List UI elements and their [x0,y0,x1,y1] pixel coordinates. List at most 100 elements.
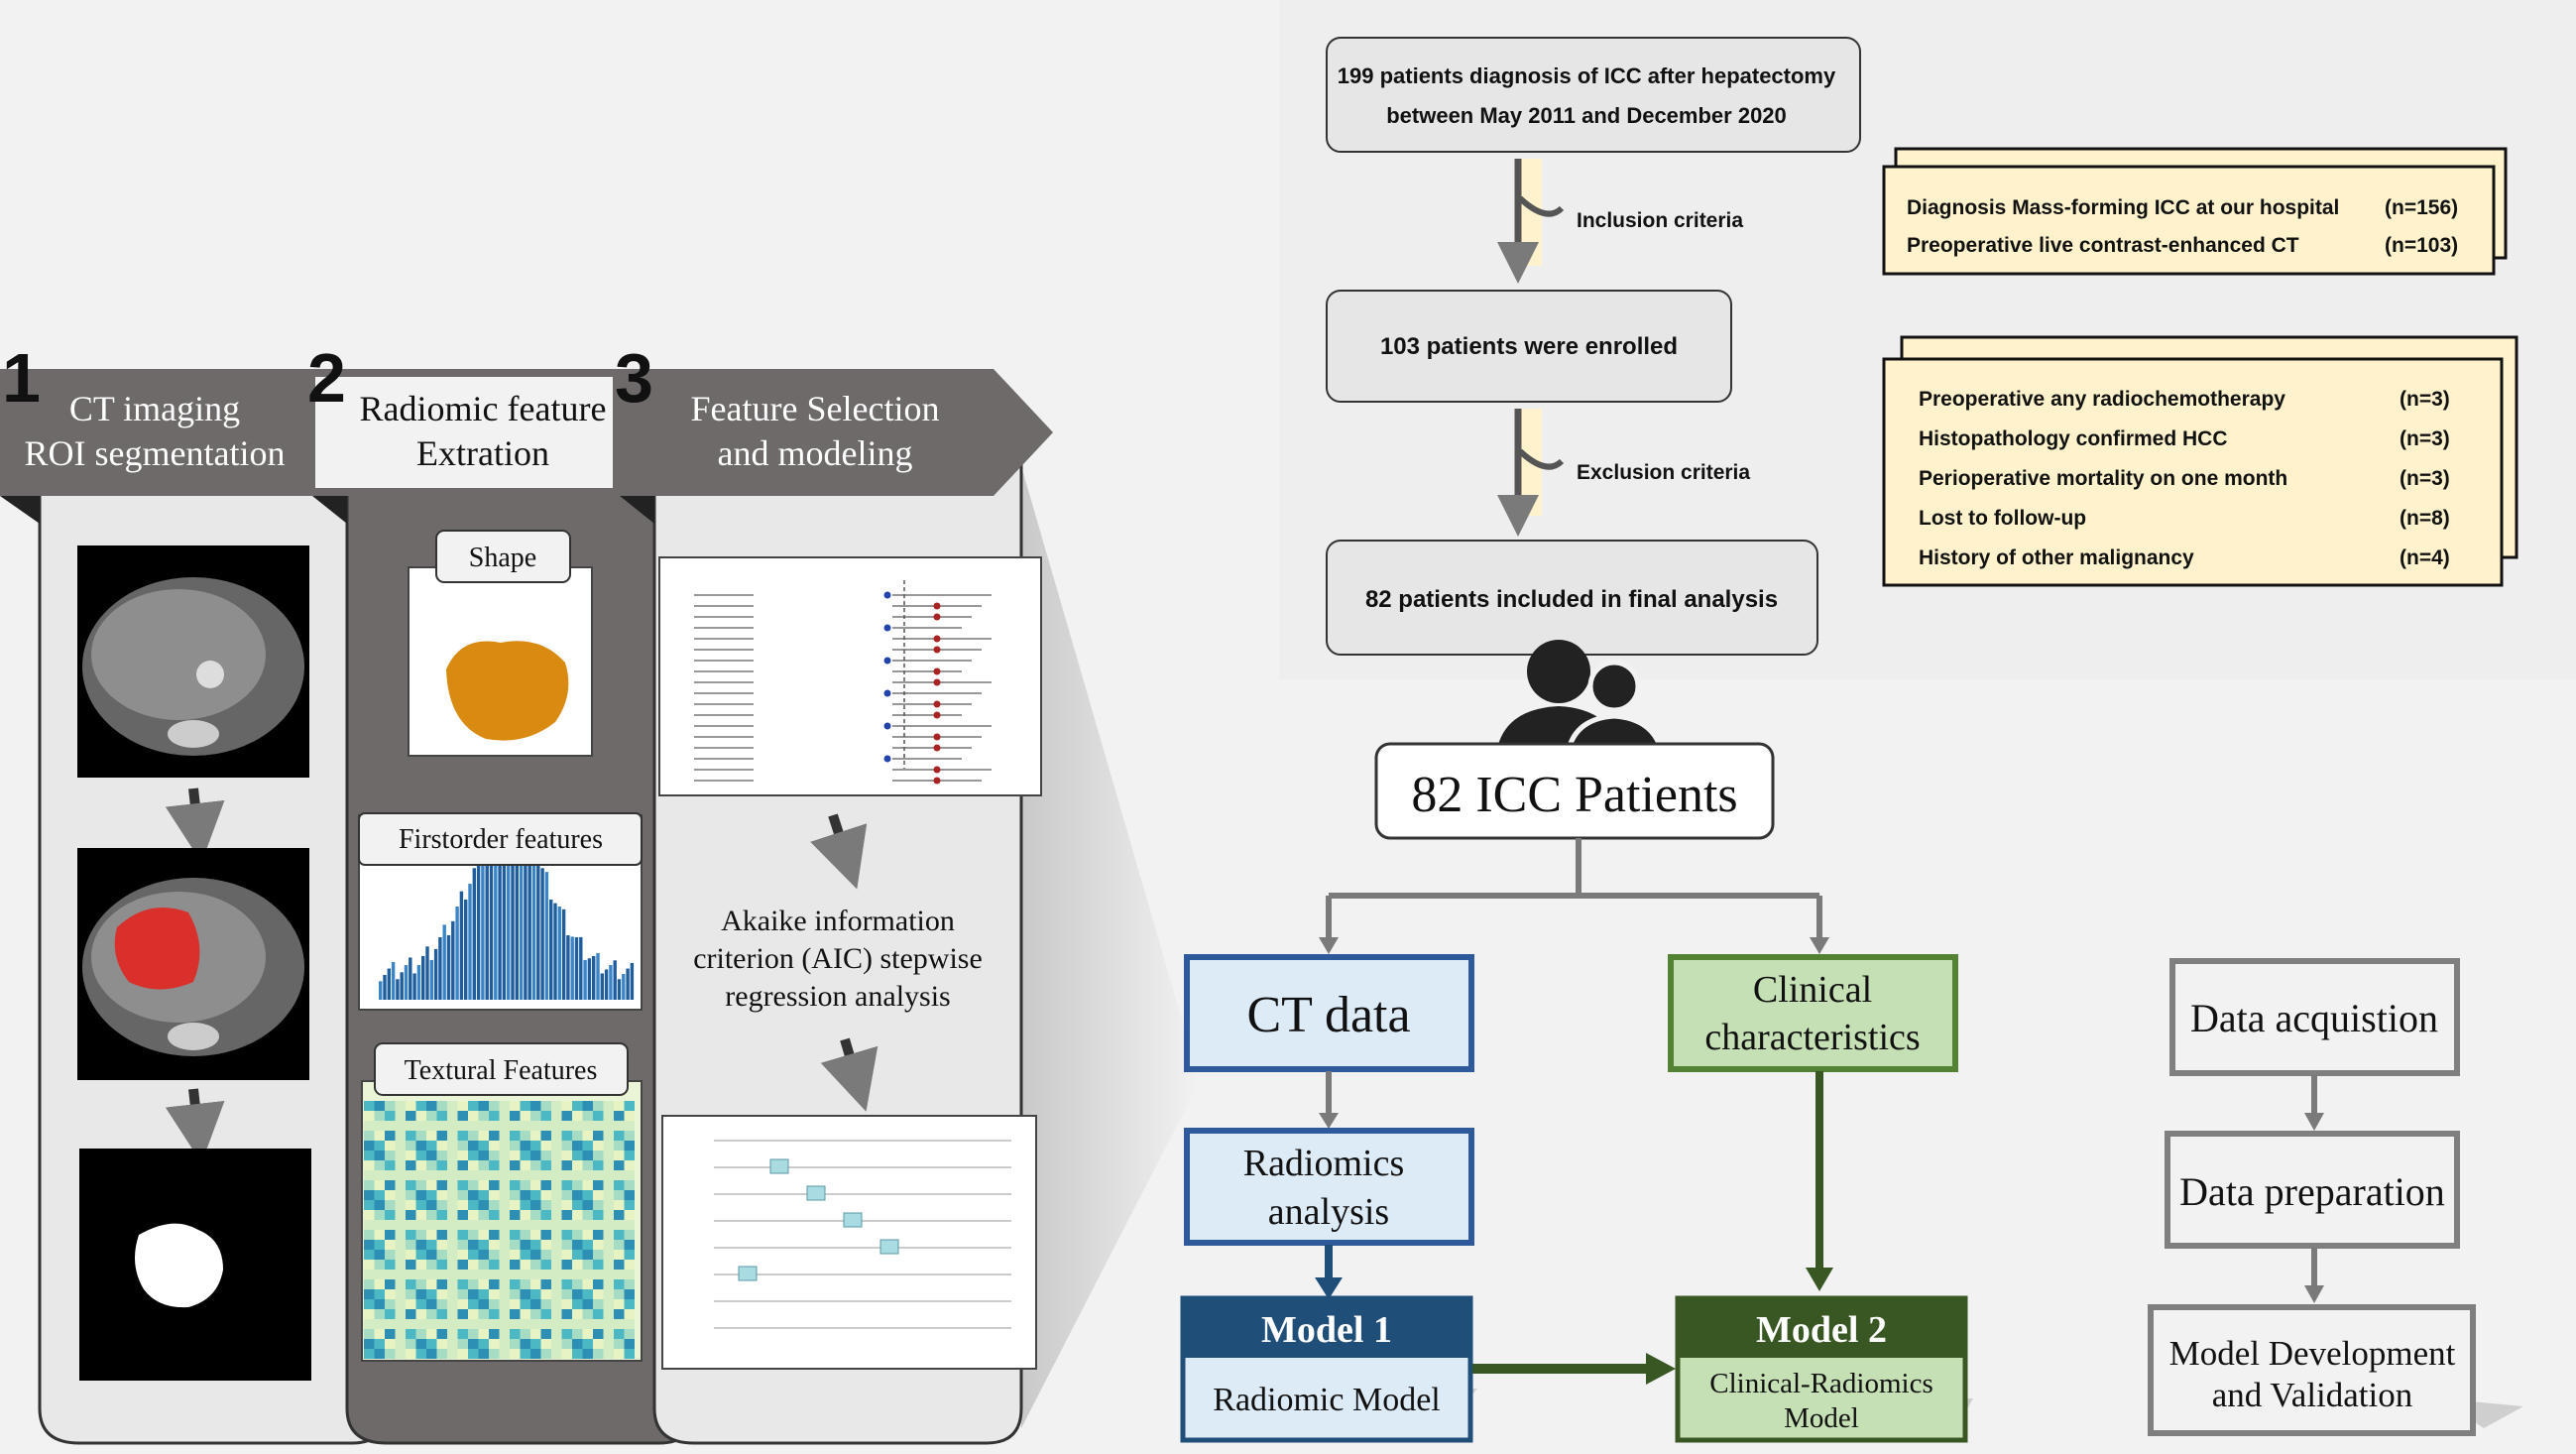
heatmap-cell [478,1200,489,1210]
heatmap-cell [468,1200,479,1210]
inclusion-item2: Preoperative live contrast-enhanced CT [1907,234,2299,257]
heatmap-cell [468,1121,479,1131]
heatmap-cell [561,1141,572,1151]
forest-plot-image [658,556,1042,796]
heatmap-cell [478,1230,489,1240]
histogram-bar [519,834,524,1000]
heatmap-cell [436,1151,447,1160]
heatmap-cell [385,1151,396,1160]
histogram-bar [502,827,507,1000]
heatmap-cell [395,1170,406,1180]
step1-number: 1 [2,339,41,417]
heatmap-cell [510,1279,521,1289]
heatmap-cell [499,1180,510,1190]
heatmap-cell [530,1180,541,1190]
ct-image-original [77,545,309,778]
heatmap-cell [426,1230,437,1240]
heatmap-cell [540,1200,551,1210]
heatmap-cell [457,1289,468,1299]
heatmap-cell [374,1131,385,1141]
heatmap-cell [489,1121,500,1131]
heatmap-cell [510,1151,521,1160]
ct-image-roi [77,848,309,1080]
heatmap-cell [510,1121,521,1131]
heatmap-cell [593,1121,604,1131]
heatmap-cell [520,1180,530,1190]
shape-label-box [435,530,571,583]
heatmap-cell [406,1270,416,1279]
heatmap-cell [489,1349,500,1359]
heatmap-cell [572,1131,583,1141]
heatmap-cell [561,1250,572,1260]
heatmap-cell [478,1319,489,1329]
heatmap-cell [499,1190,510,1200]
heatmap-cell [406,1260,416,1270]
heatmap-cell [499,1250,510,1260]
heatmap-cell [530,1240,541,1250]
heatmap-cell [624,1279,635,1289]
heatmap-cell [551,1279,562,1289]
histogram-bar [379,981,383,1000]
histogram-bar [396,979,400,1000]
heatmap-cell [551,1190,562,1200]
heatmap-cell [364,1339,375,1349]
heatmap-cell [540,1279,551,1289]
forest-point [933,602,941,610]
heatmap-cell [603,1309,614,1319]
heatmap-cell [406,1240,416,1250]
heatmap-cell [572,1210,583,1220]
model2-title: Model 2 [1756,1309,1887,1351]
model2-header [1678,1298,1965,1358]
heatmap-cell [510,1101,521,1111]
heatmap-cell [603,1289,614,1299]
heatmap-cell [374,1240,385,1250]
heatmap-cell [374,1210,385,1220]
heatmap-cell [624,1180,635,1190]
heatmap-cell [572,1250,583,1260]
heatmap-cell [582,1190,593,1200]
heatmap-cell [406,1180,416,1190]
heatmap-cell [478,1309,489,1319]
heatmap-cell [582,1349,593,1359]
model1-subtitle: Radiomic Model [1213,1382,1440,1418]
histogram-bar [481,861,485,1000]
heatmap-cell [520,1160,530,1170]
heatmap-cell [406,1121,416,1131]
histogram-bar [531,861,536,1000]
header1-box [10,377,307,488]
heatmap-cell [447,1339,458,1349]
heatmap-cell [593,1279,604,1289]
heatmap-cell [593,1170,604,1180]
inclusion-box [1882,165,2496,276]
heatmap-cell [593,1180,604,1190]
heatmap-cell [614,1190,625,1200]
heatmap-cell [540,1339,551,1349]
model1-title: Model 1 [1261,1309,1392,1351]
heatmap-cell [385,1230,396,1240]
heatmap-cell [364,1190,375,1200]
heatmap-cell [395,1270,406,1279]
firstorder-label: Firstorder features [399,824,603,855]
heatmap-cell [364,1329,375,1339]
heatmap-cell [582,1260,593,1270]
heatmap-cell [561,1260,572,1270]
radiomics-box [1184,1128,1474,1246]
heatmap-cell [385,1121,396,1131]
heatmap-cell [436,1329,447,1339]
heatmap-cell [447,1299,458,1309]
heatmap-cell [478,1220,489,1230]
heatmap-cell [447,1200,458,1210]
heatmap-cell [468,1339,479,1349]
heatmap-cell [572,1230,583,1240]
heatmap-cell [561,1200,572,1210]
model2-subtitle-line2: Model [1784,1402,1859,1434]
heatmap-cell [572,1121,583,1131]
histogram-bar [536,864,540,1000]
heatmap-cell [395,1289,406,1299]
forest-point [933,766,941,774]
heatmap-cell [447,1260,458,1270]
tumor-3d-shape [446,641,569,741]
heatmap-cell [436,1170,447,1180]
inclusion-item2-n: (n=103) [2385,234,2458,257]
